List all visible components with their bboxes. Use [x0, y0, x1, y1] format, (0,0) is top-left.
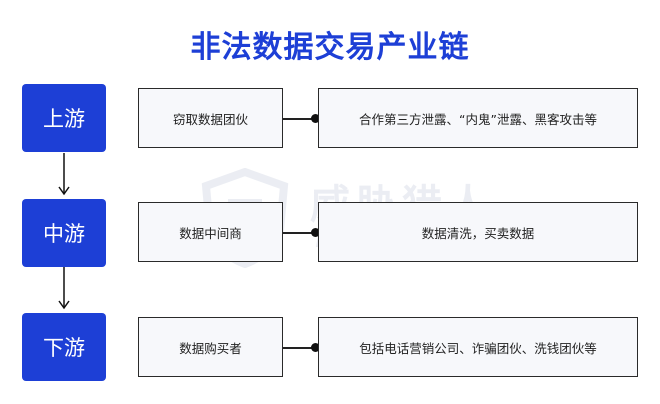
detail-box-upstream: 合作第三方泄露、“内鬼”泄露、黑客攻击等	[318, 88, 638, 148]
detail-box-downstream: 包括电话营销公司、诈骗团伙、洗钱团伙等	[318, 317, 638, 377]
connector-dot-upstream	[311, 114, 320, 123]
connector-dot-midstream	[311, 228, 320, 237]
connector-dot-downstream	[311, 343, 320, 352]
detail-box-midstream: 数据清洗，买卖数据	[318, 202, 638, 262]
stage-downstream: 下游	[22, 313, 106, 381]
stage-midstream: 中游	[22, 199, 106, 267]
down-arrow-icon	[58, 267, 70, 310]
stage-upstream: 上游	[22, 84, 106, 152]
diagram-title: 非法数据交易产业链	[190, 30, 470, 65]
down-arrow-icon	[58, 153, 70, 196]
connector-midstream	[283, 232, 319, 234]
connector-downstream	[283, 347, 319, 349]
actor-box-upstream: 窃取数据团伙	[138, 88, 283, 148]
actor-box-midstream: 数据中间商	[138, 202, 283, 262]
connector-upstream	[283, 118, 319, 120]
actor-box-downstream: 数据购买者	[138, 317, 283, 377]
